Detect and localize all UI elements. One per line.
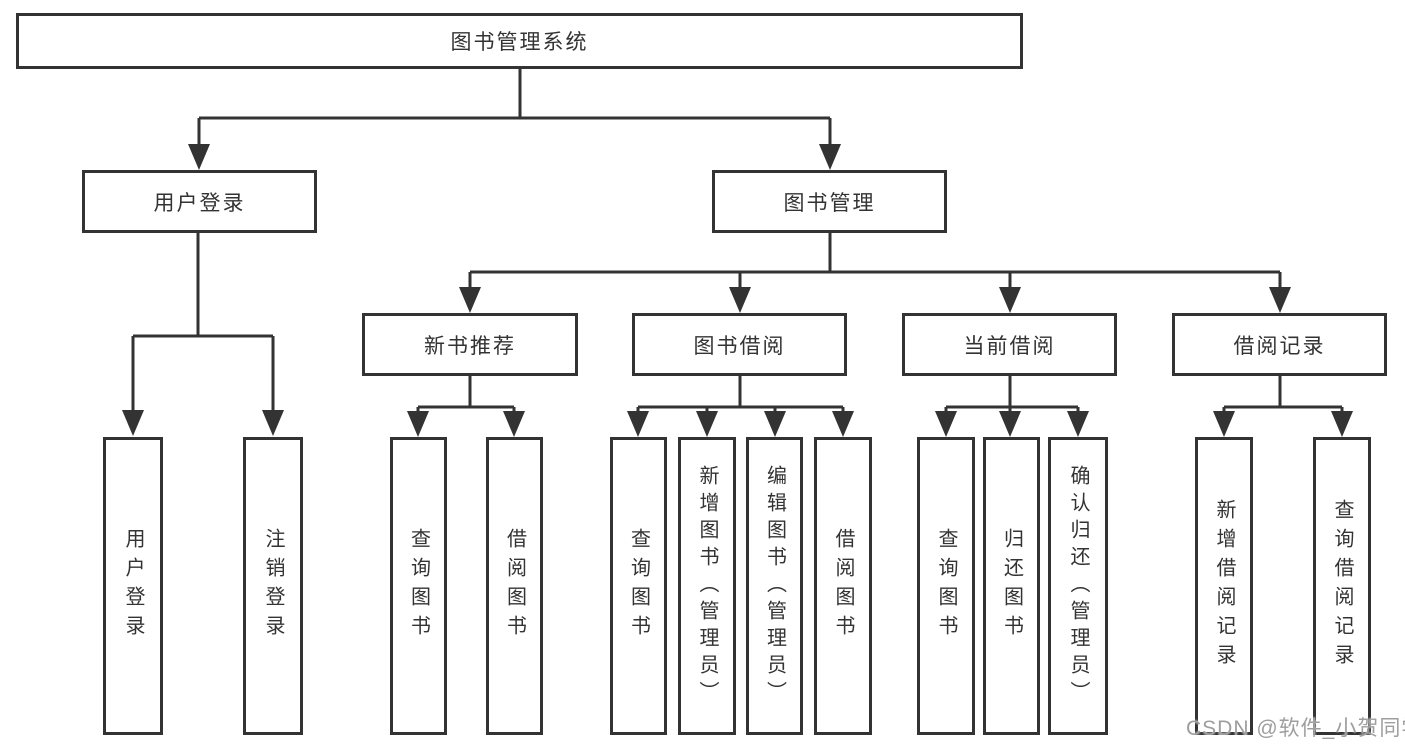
leaf-label: 查询图书 bbox=[935, 528, 957, 644]
connector-borrow-records-split bbox=[1222, 376, 1344, 433]
arrowhead-icon bbox=[1331, 411, 1353, 437]
connector-new-book-split bbox=[416, 376, 516, 433]
leaf-query-books-recommend: 查询图书 bbox=[390, 437, 447, 735]
leaf-query-borrow-record: 查询借阅记录 bbox=[1313, 437, 1371, 735]
leaf-add-borrow-record: 新增借阅记录 bbox=[1195, 437, 1253, 735]
leaf-label: 借阅图书 bbox=[503, 528, 526, 644]
connector-user-login-split bbox=[131, 233, 275, 432]
leaf-label: 归还图书 bbox=[1000, 528, 1023, 644]
node-user-login: 用户登录 bbox=[82, 170, 317, 233]
leaf-return-books: 归还图书 bbox=[983, 437, 1040, 735]
arrowhead-icon bbox=[1269, 287, 1291, 313]
arrowhead-icon bbox=[627, 411, 649, 437]
leaf-confirm-return-admin: 确认归还（管理员） bbox=[1048, 437, 1108, 735]
leaf-borrow-books: 借阅图书 bbox=[814, 437, 872, 735]
node-book-borrow: 图书借阅 bbox=[632, 313, 847, 376]
leaf-label: 新增借阅记录 bbox=[1213, 499, 1235, 673]
connector-current-borrow-split bbox=[944, 376, 1080, 433]
leaf-logout: 注销登录 bbox=[243, 437, 303, 735]
node-current-borrow: 当前借阅 bbox=[902, 313, 1117, 376]
arrowhead-icon bbox=[729, 287, 751, 313]
leaf-label: 查询图书 bbox=[627, 528, 650, 644]
arrowhead-icon bbox=[696, 411, 718, 437]
leaf-label: 查询借阅记录 bbox=[1331, 499, 1353, 673]
arrowhead-icon bbox=[188, 144, 210, 170]
leaf-label: 注销登录 bbox=[262, 528, 284, 644]
arrowhead-icon bbox=[999, 411, 1021, 437]
arrowhead-icon bbox=[122, 410, 144, 436]
leaf-label: 借阅图书 bbox=[832, 528, 854, 644]
arrowhead-icon bbox=[407, 411, 429, 437]
arrowhead-icon bbox=[999, 287, 1021, 313]
leaf-query-books-borrow: 查询图书 bbox=[610, 437, 667, 735]
connector-book-borrow-split bbox=[636, 376, 845, 433]
arrowhead-icon bbox=[832, 411, 854, 437]
leaf-user-login: 用户登录 bbox=[103, 437, 163, 735]
node-book-management: 图书管理 bbox=[712, 170, 947, 233]
node-borrow-records: 借阅记录 bbox=[1172, 313, 1387, 376]
connector-book-mgmt-rail bbox=[468, 233, 1282, 309]
leaf-label: 确认归还（管理员） bbox=[1067, 464, 1089, 708]
arrowhead-icon bbox=[262, 410, 284, 436]
arrowhead-icon bbox=[1213, 411, 1235, 437]
leaf-add-books-admin: 新增图书（管理员） bbox=[678, 437, 736, 735]
arrowhead-icon bbox=[459, 287, 481, 313]
csdn-watermark: CSDN @软件_小贺同学 bbox=[1186, 717, 1405, 740]
leaf-query-books-current: 查询图书 bbox=[917, 437, 975, 735]
arrowhead-icon bbox=[1067, 411, 1089, 437]
node-new-book-recommend: 新书推荐 bbox=[362, 313, 578, 376]
leaf-label: 用户登录 bbox=[122, 528, 144, 644]
leaf-label: 查询图书 bbox=[407, 528, 430, 644]
node-root-library-system: 图书管理系统 bbox=[16, 13, 1023, 69]
arrowhead-icon bbox=[503, 411, 525, 437]
leaf-label: 编辑图书（管理员） bbox=[763, 464, 786, 708]
connector-level2-rail bbox=[197, 116, 832, 166]
leaf-label: 新增图书（管理员） bbox=[696, 464, 718, 708]
arrowhead-icon bbox=[764, 411, 786, 437]
arrowhead-icon bbox=[935, 411, 957, 437]
leaf-edit-books-admin: 编辑图书（管理员） bbox=[746, 437, 803, 735]
leaf-borrow-books-recommend: 借阅图书 bbox=[486, 437, 543, 735]
arrowhead-icon bbox=[819, 144, 841, 170]
